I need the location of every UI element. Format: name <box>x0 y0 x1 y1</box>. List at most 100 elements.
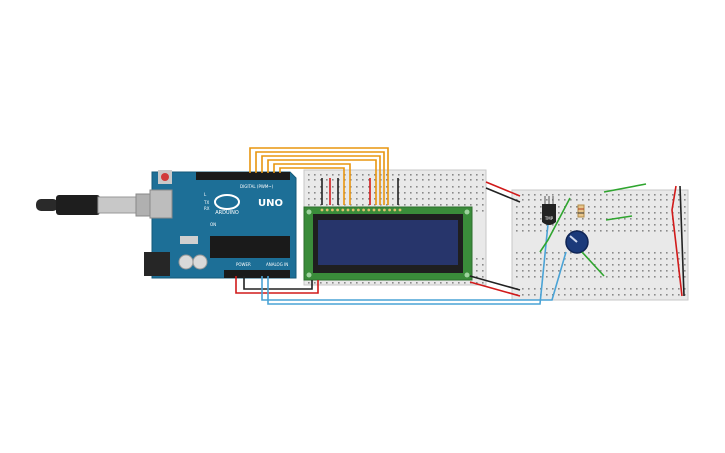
breadboard-hole <box>522 252 524 254</box>
breadboard-hole <box>576 199 578 201</box>
lcd-pin[interactable] <box>336 208 339 212</box>
breadboard-hole <box>666 212 668 214</box>
breadboard-hole <box>558 288 560 290</box>
breadboard-hole <box>576 258 578 260</box>
breadboard-hole <box>458 198 460 200</box>
breadboard-hole <box>558 252 560 254</box>
breadboard-hole <box>642 252 644 254</box>
potentiometer[interactable] <box>565 230 589 254</box>
lcd-pin[interactable] <box>372 208 376 212</box>
breadboard-hole <box>534 294 536 296</box>
lcd-pin[interactable] <box>346 208 350 212</box>
breadboard-hole <box>594 276 596 278</box>
lcd-pin[interactable] <box>320 208 324 212</box>
breadboard-hole <box>588 276 590 278</box>
breadboard-hole <box>576 276 578 278</box>
breadboard-hole <box>558 206 560 208</box>
breadboard-hole <box>326 204 328 206</box>
breadboard-hole <box>326 179 328 181</box>
breadboard-hole <box>654 199 656 201</box>
lcd-jumper-wires[interactable] <box>321 178 399 205</box>
lcd-pin[interactable] <box>388 208 391 212</box>
breadboard-hole <box>446 192 448 194</box>
breadboard-hole <box>594 199 596 201</box>
lcd-pin[interactable] <box>325 208 329 212</box>
breadboard-hole <box>534 212 536 214</box>
breadboard-hole <box>534 194 536 196</box>
breadboard-hole <box>308 186 310 188</box>
breadboard-hole <box>570 218 572 220</box>
breadboard-hole <box>612 270 614 272</box>
breadboard-hole <box>534 224 536 226</box>
breadboard-hole <box>660 276 662 278</box>
breadboard-hole <box>558 194 560 196</box>
breadboard-hole <box>618 199 620 201</box>
breadboard-hole <box>410 198 412 200</box>
breadboard-hole <box>648 294 650 296</box>
breadboard-hole <box>410 282 412 284</box>
breadboard-hole <box>476 258 478 260</box>
breadboard-hole <box>374 192 376 194</box>
breadboard-hole <box>326 198 328 200</box>
breadboard-hole <box>332 204 334 206</box>
breadboard-hole <box>576 270 578 272</box>
breadboard-hole <box>374 179 376 181</box>
orange-wires[interactable] <box>249 147 389 205</box>
breadboard-hole <box>606 276 608 278</box>
breadboard-hole <box>534 218 536 220</box>
arduino-power-wires[interactable] <box>235 223 567 305</box>
lcd-pin[interactable] <box>357 208 360 212</box>
lcd-pin[interactable] <box>383 208 386 212</box>
breadboard-hole <box>422 204 424 206</box>
breadboard-hole <box>642 206 644 208</box>
breadboard-hole <box>404 204 406 206</box>
lcd-pin[interactable] <box>351 208 355 212</box>
breadboard-hole <box>458 192 460 194</box>
breadboard-hole <box>516 212 518 214</box>
breadboard-hole <box>612 288 614 290</box>
usb-cable[interactable] <box>36 193 157 217</box>
breadboard-hole <box>582 276 584 278</box>
reset-button[interactable] <box>161 173 169 181</box>
breadboard-hole <box>314 179 316 181</box>
temperature-sensor[interactable]: TMP <box>542 196 556 225</box>
arduino-board[interactable]: ARDUINO UNO DIGITAL (PWM~) POWER ANALOG … <box>144 170 297 279</box>
breadboard-hole <box>440 179 442 181</box>
breadboard-hole <box>660 270 662 272</box>
breadboard-hole <box>684 294 686 296</box>
resistor[interactable] <box>577 204 585 218</box>
lcd-pin[interactable] <box>331 208 334 212</box>
breadboard-hole <box>434 179 436 181</box>
breadboard-hole <box>624 194 626 196</box>
breadboard-hole <box>476 204 478 206</box>
lcd-pin[interactable] <box>377 208 381 212</box>
breadboard-hole <box>522 206 524 208</box>
lcd-pin[interactable] <box>398 208 402 212</box>
breadboard-hole <box>642 276 644 278</box>
lcd-pin[interactable] <box>341 208 345 212</box>
lcd-pin[interactable] <box>362 208 365 212</box>
breadboard-hole <box>594 218 596 220</box>
breadboard-hole <box>654 288 656 290</box>
breadboard-hole <box>374 186 376 188</box>
breadboard-hole <box>660 230 662 232</box>
lcd-pin[interactable] <box>393 208 397 212</box>
breadboard-hole <box>482 186 484 188</box>
breadboard-hole <box>564 276 566 278</box>
breadboard-secondary[interactable] <box>511 189 689 301</box>
breadboard-hole <box>678 230 680 232</box>
lcd-pin[interactable] <box>367 208 371 212</box>
breadboard-hole <box>672 288 674 290</box>
breadboard-hole <box>428 174 430 176</box>
power-rail-wires[interactable] <box>469 181 685 297</box>
green-wires[interactable] <box>539 183 647 277</box>
breadboard-hole <box>576 288 578 290</box>
breadboard-hole <box>600 194 602 196</box>
breadboard-hole <box>386 192 388 194</box>
breadboard-hole <box>416 174 418 176</box>
breadboard-hole <box>618 194 620 196</box>
lcd-16x2[interactable] <box>303 206 473 281</box>
breadboard-hole <box>660 288 662 290</box>
breadboard-hole <box>648 276 650 278</box>
